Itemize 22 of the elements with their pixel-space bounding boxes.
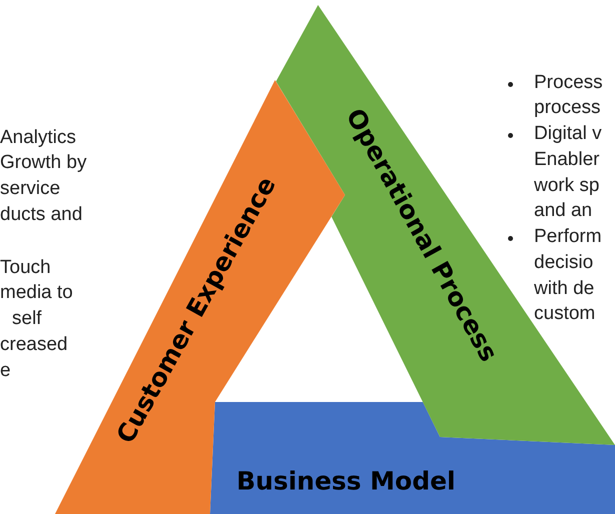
text-line: decisio (534, 252, 594, 274)
text-line: Process (534, 72, 603, 94)
band-title: Business Model (236, 466, 456, 496)
text-line: e (0, 360, 11, 382)
text-line: Digital v (534, 123, 602, 145)
text-line: Enabler (534, 149, 600, 171)
triangle-band (210, 402, 615, 514)
text-line: self (12, 308, 42, 330)
text-line: Touch (0, 257, 51, 279)
text-line: custom (534, 303, 596, 325)
text-line: creased (0, 334, 68, 356)
text-line: process (534, 97, 601, 119)
text-line: media to (0, 282, 73, 304)
text-line: Growth by (0, 152, 87, 174)
text-line: ducts and (0, 204, 82, 226)
triangle-band (276, 5, 615, 445)
text-line: and an (534, 200, 592, 222)
text-line: work sp (534, 175, 600, 197)
text-line: service (0, 178, 60, 200)
text-line: Perform (534, 226, 602, 248)
text-line: with de (534, 278, 594, 300)
text-line: Analytics (0, 127, 76, 149)
